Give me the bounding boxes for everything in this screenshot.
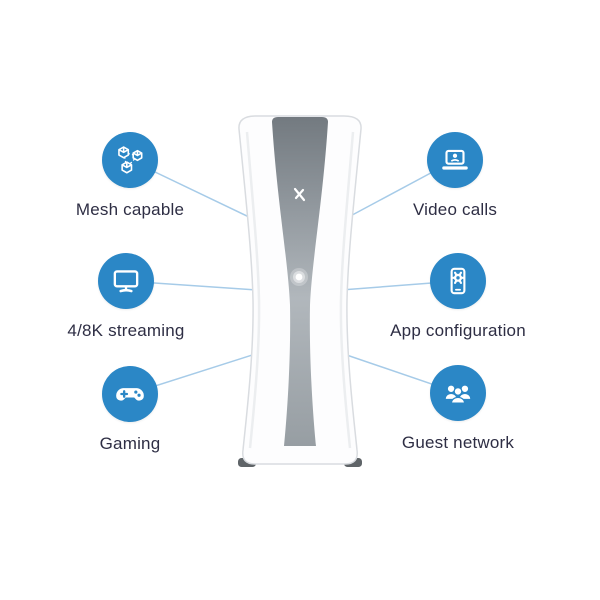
people-group-icon <box>445 385 471 404</box>
feature-guest-network: Guest network <box>368 365 548 453</box>
feature-gaming: Gaming <box>40 366 220 454</box>
feature-label-app-configuration: App configuration <box>390 321 526 340</box>
stream-icon-circle <box>98 253 154 309</box>
video-icon-circle <box>427 132 483 188</box>
gamepad-icon <box>116 388 144 401</box>
guest-icon-circle <box>430 365 486 421</box>
x-brand-logo <box>293 187 306 202</box>
monitor-icon <box>113 270 139 293</box>
feature-label-video-calls: Video calls <box>412 200 498 219</box>
mesh-icon-circle <box>102 132 158 188</box>
router-device <box>238 115 362 467</box>
mesh-nodes-icon <box>118 146 143 174</box>
laptop-icon <box>442 149 468 170</box>
panel-shade-right <box>339 131 355 449</box>
feature-streaming: 4/8K streaming <box>36 253 216 341</box>
feature-app-configuration: App configuration <box>368 253 548 341</box>
device-center-channel <box>272 117 328 446</box>
feature-label-streaming: 4/8K streaming <box>67 321 185 340</box>
status-led <box>290 268 308 286</box>
panel-shade-left <box>245 131 261 449</box>
feature-label-mesh: Mesh capable <box>75 200 185 219</box>
feature-label-gaming: Gaming <box>99 434 161 453</box>
phone-gear-icon <box>450 267 466 295</box>
feature-video-calls: Video calls <box>365 132 545 220</box>
gaming-icon-circle <box>102 366 158 422</box>
app-icon-circle <box>430 253 486 309</box>
feature-label-guest-network: Guest network <box>401 433 515 452</box>
feature-mesh: Mesh capable <box>40 132 220 220</box>
